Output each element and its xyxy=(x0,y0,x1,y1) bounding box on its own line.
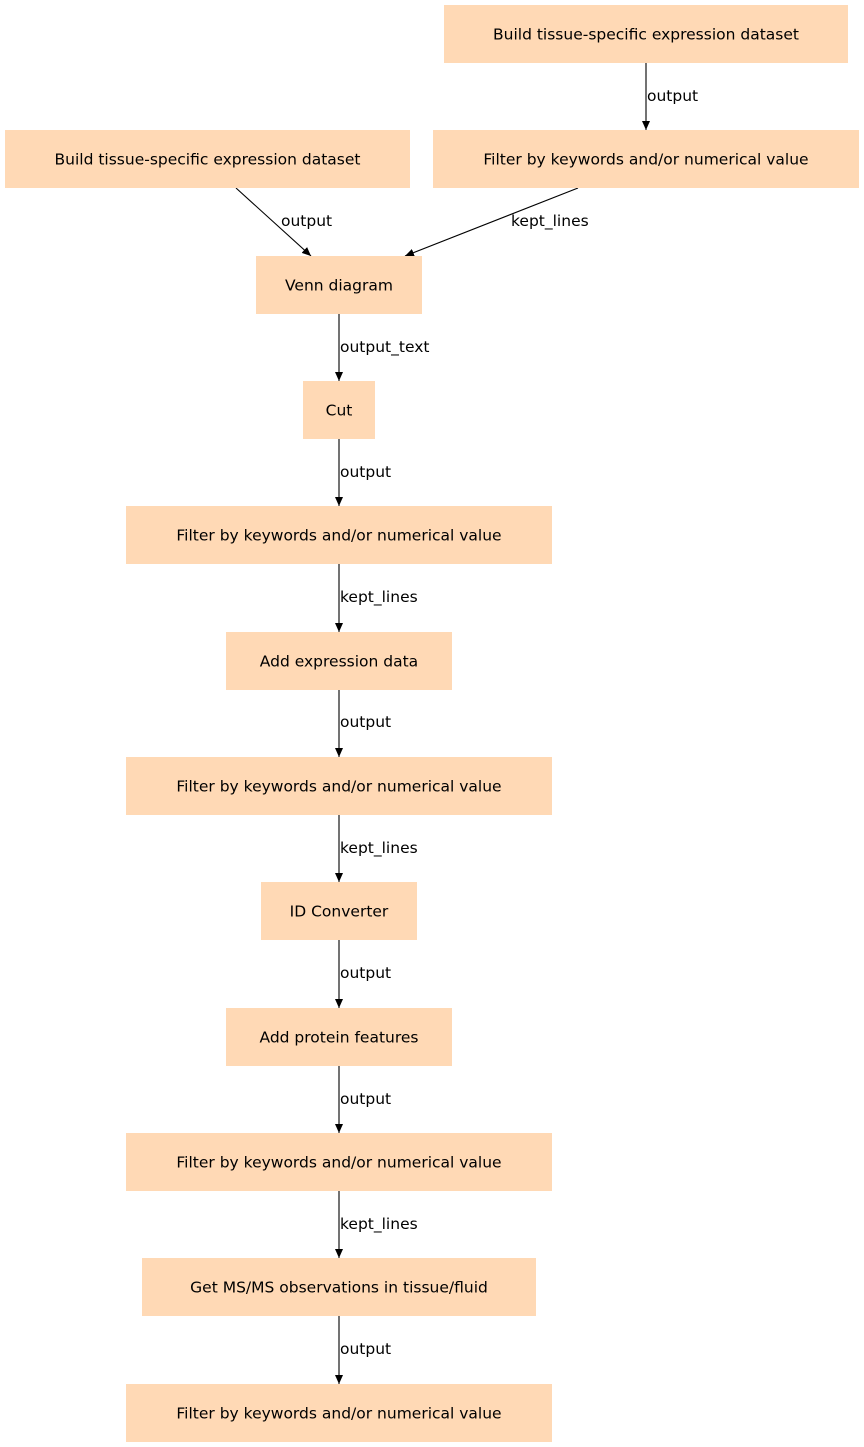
workflow-node: Cut xyxy=(303,381,375,439)
workflow-node: Build tissue-specific expression dataset xyxy=(5,130,410,188)
workflow-node: Get MS/MS observations in tissue/fluid xyxy=(142,1258,536,1316)
workflow-edge: output xyxy=(235,187,332,257)
node-label: Build tissue-specific expression dataset xyxy=(493,26,799,44)
node-label: Get MS/MS observations in tissue/fluid xyxy=(190,1279,488,1297)
edge-label: output_text xyxy=(340,338,429,357)
workflow-edge: output xyxy=(335,940,391,1008)
workflow-edge: kept_lines xyxy=(335,1191,418,1258)
node-box xyxy=(5,130,410,188)
node-box xyxy=(261,882,417,940)
node-box xyxy=(126,506,552,564)
workflow-node: Filter by keywords and/or numerical valu… xyxy=(126,1133,552,1191)
workflow-node: Add expression data xyxy=(226,632,452,690)
workflow-edge: output xyxy=(335,439,391,506)
workflow-node: Filter by keywords and/or numerical valu… xyxy=(126,1384,552,1442)
edge-arrow xyxy=(235,187,312,257)
edge-label: output xyxy=(340,1340,391,1358)
edge-label: output xyxy=(340,1090,391,1108)
node-box xyxy=(256,256,422,314)
node-label: Filter by keywords and/or numerical valu… xyxy=(176,527,501,545)
node-box xyxy=(126,1133,552,1191)
workflow-node: Venn diagram xyxy=(256,256,422,314)
node-label: ID Converter xyxy=(290,903,389,921)
node-label: Filter by keywords and/or numerical valu… xyxy=(176,778,501,796)
node-box xyxy=(126,1384,552,1442)
workflow-edge: output_text xyxy=(335,314,429,381)
edge-label: output xyxy=(281,212,332,230)
node-label: Filter by keywords and/or numerical valu… xyxy=(176,1154,501,1172)
workflow-node: Filter by keywords and/or numerical valu… xyxy=(126,506,552,564)
workflow-node: ID Converter xyxy=(261,882,417,940)
node-label: Build tissue-specific expression dataset xyxy=(55,151,361,169)
workflow-edge: kept_lines xyxy=(335,815,418,882)
edge-label: kept_lines xyxy=(511,212,589,231)
node-box xyxy=(444,5,848,63)
node-box xyxy=(433,130,859,188)
node-label: Filter by keywords and/or numerical valu… xyxy=(176,1405,501,1423)
workflow-node: Filter by keywords and/or numerical valu… xyxy=(433,130,859,188)
edge-label: output xyxy=(340,964,391,982)
edge-label: kept_lines xyxy=(340,1215,418,1234)
edge-label: output xyxy=(340,463,391,481)
edge-label: kept_lines xyxy=(340,839,418,858)
edge-label: output xyxy=(647,87,698,105)
workflow-node: Filter by keywords and/or numerical valu… xyxy=(126,757,552,815)
edge-arrow xyxy=(404,187,579,257)
edge-label: kept_lines xyxy=(340,588,418,607)
workflow-edge: output xyxy=(335,1066,391,1133)
node-box xyxy=(126,757,552,815)
workflow-edge: output xyxy=(335,690,391,757)
workflow-edge: kept_lines xyxy=(404,187,589,257)
workflow-edge: output xyxy=(335,1316,391,1384)
node-label: Add expression data xyxy=(260,653,418,671)
node-box xyxy=(142,1258,536,1316)
node-label: Filter by keywords and/or numerical valu… xyxy=(483,151,808,169)
node-box xyxy=(226,632,452,690)
workflow-node: Build tissue-specific expression dataset xyxy=(444,5,848,63)
workflow-edge: output xyxy=(642,63,698,130)
workflow-node: Add protein features xyxy=(226,1008,452,1066)
node-label: Venn diagram xyxy=(285,277,393,295)
node-box xyxy=(226,1008,452,1066)
node-box xyxy=(303,381,375,439)
node-label: Cut xyxy=(326,402,353,420)
edge-label: output xyxy=(340,713,391,731)
node-label: Add protein features xyxy=(260,1029,419,1047)
nodes-layer: Build tissue-specific expression dataset… xyxy=(5,5,859,1442)
workflow-edge: kept_lines xyxy=(335,564,418,632)
